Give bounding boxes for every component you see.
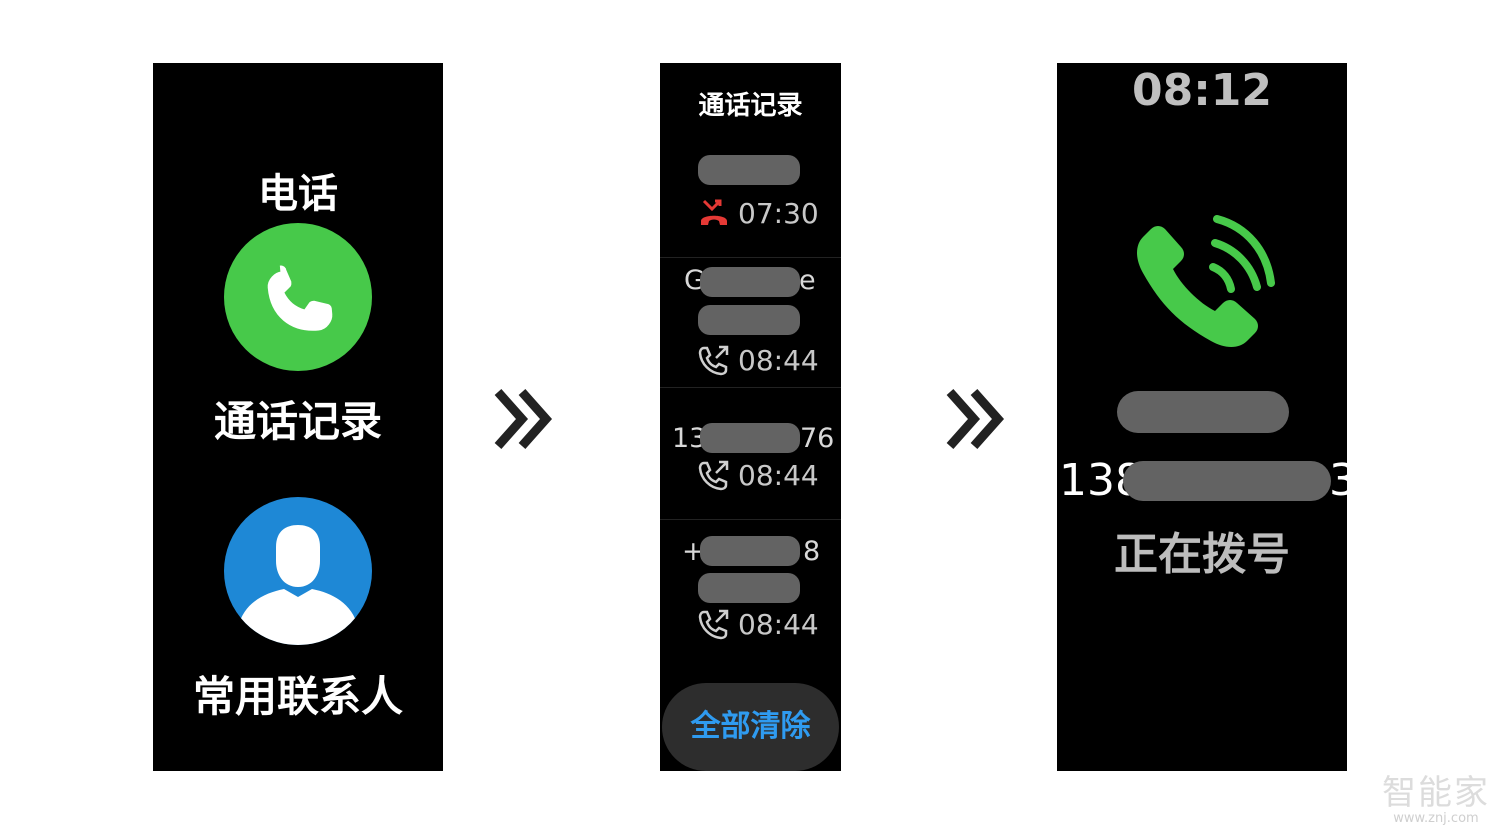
watermark-url: www.znj.com bbox=[1393, 811, 1479, 826]
redacted-number bbox=[1123, 461, 1331, 501]
contacts-button[interactable] bbox=[224, 497, 372, 645]
clock: 08:12 bbox=[1131, 65, 1273, 116]
redacted-contact-name bbox=[1117, 391, 1289, 433]
outgoing-call-icon bbox=[698, 460, 729, 491]
call-time: 08:44 bbox=[738, 459, 819, 492]
dialing-status: 正在拨号 bbox=[1114, 529, 1290, 580]
divider bbox=[660, 519, 841, 520]
call-time: 07:30 bbox=[738, 197, 819, 230]
outgoing-call-icon bbox=[698, 609, 729, 640]
missed-call-icon bbox=[701, 199, 727, 225]
call-log-title: 通话记录 bbox=[698, 91, 803, 121]
watermark: 智能家 www.znj.com bbox=[1382, 775, 1490, 826]
caller-prefix: + bbox=[682, 536, 705, 567]
redacted-name bbox=[700, 267, 800, 297]
call-log-label[interactable]: 通话记录 bbox=[213, 397, 382, 446]
contacts-label[interactable]: 常用联系人 bbox=[192, 672, 403, 721]
call-log-button[interactable] bbox=[224, 223, 372, 371]
double-chevron-right-icon bbox=[946, 389, 1005, 449]
screen-title: 电话 bbox=[258, 171, 338, 217]
redacted-number bbox=[700, 536, 800, 566]
number-suffix: 3 bbox=[1329, 455, 1347, 506]
redacted-number bbox=[700, 423, 800, 453]
redacted-name bbox=[698, 573, 800, 603]
outgoing-call-icon bbox=[698, 345, 729, 376]
clear-all-button[interactable]: 全部清除 bbox=[662, 683, 839, 771]
caller-suffix: 8 bbox=[803, 536, 821, 567]
call-time: 08:44 bbox=[738, 608, 819, 641]
divider bbox=[660, 257, 841, 258]
caller-prefix: G bbox=[684, 265, 705, 296]
person-icon bbox=[238, 525, 358, 645]
phone-menu-screen: 电话 通话记录 常用联系人 bbox=[153, 63, 443, 771]
watermark-brand: 智能家 bbox=[1382, 773, 1490, 813]
calling-phone-icon bbox=[1137, 215, 1275, 347]
divider bbox=[660, 387, 841, 388]
call-log-screen: 通话记录 07:30 G e 08:44 13 76 08:44 bbox=[660, 63, 841, 771]
phone-icon bbox=[267, 265, 333, 331]
caller-suffix: 76 bbox=[800, 423, 835, 454]
redacted-name bbox=[698, 155, 800, 185]
caller-suffix: e bbox=[799, 265, 816, 296]
dialing-screen: 08:12 138 3 正在拨号 bbox=[1057, 63, 1347, 771]
redacted-number bbox=[698, 305, 800, 335]
double-chevron-right-icon bbox=[494, 389, 553, 449]
call-time: 08:44 bbox=[738, 344, 819, 377]
